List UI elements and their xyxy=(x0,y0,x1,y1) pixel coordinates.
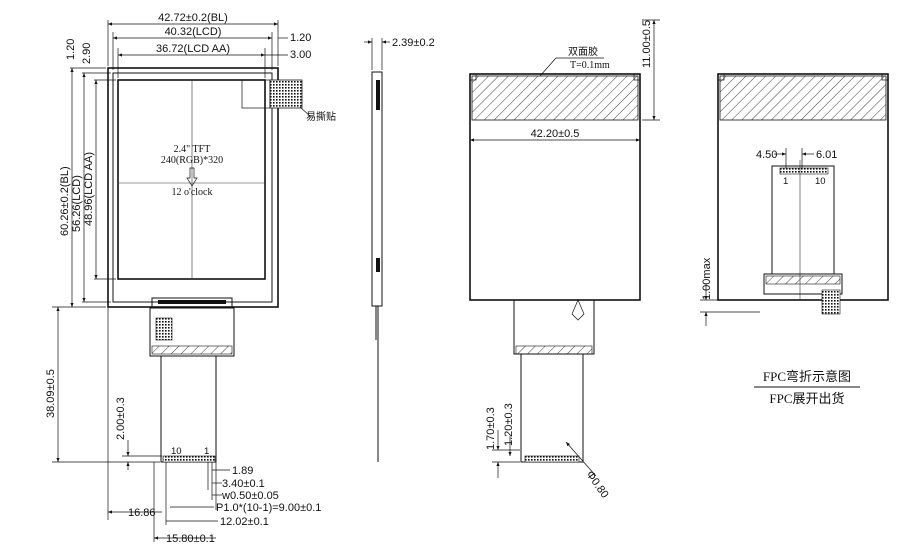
backlight-outline xyxy=(107,67,279,308)
fpc-hatch-band xyxy=(151,345,233,355)
back-fpc-pins xyxy=(524,455,580,463)
back-fpc-tail xyxy=(520,353,584,463)
bent-pin-1-label: 1 xyxy=(783,176,788,187)
bent-fpc-block xyxy=(763,273,843,295)
fpc-pins xyxy=(162,455,216,463)
side-module xyxy=(371,71,383,307)
side-view: 2.39±0.2 xyxy=(364,37,435,462)
dim-3-40: 3.40±0.1 xyxy=(222,478,265,490)
width-lcd-dim: 40.32(LCD) xyxy=(165,26,222,38)
label-sticker xyxy=(269,79,303,109)
bent-view: 1 10 4.50 6.01 1.00max xyxy=(700,73,889,326)
caption-line-2: FPC展开出货 xyxy=(769,391,844,406)
width-bl-dim: 42.72±0.2(BL) xyxy=(158,12,228,24)
pin-1-label: 1 xyxy=(204,446,209,457)
top-offset-2-dim: 2.90 xyxy=(81,43,93,64)
active-area xyxy=(117,79,266,280)
right-offset-2-dim: 3.00 xyxy=(290,49,311,61)
bent-frame xyxy=(717,73,889,301)
front-view: 易撕贴 2.4" TFT 240(RGB)*320 12 o'clock 10 … xyxy=(45,12,336,545)
width-aa-dim: 36.72(LCD AA) xyxy=(156,43,230,55)
back-view: 双面胶 T=0.1mm 11.00±0.5 42.20±0.5 1.70±0.3… xyxy=(469,19,660,501)
dim-15-80: 15.80±0.1 xyxy=(166,533,215,545)
tape-name: 双面胶 xyxy=(568,45,598,58)
dim-16-86: 16.86 xyxy=(128,507,156,519)
top-offset-1-dim: 1.20 xyxy=(65,39,77,60)
bent-gap-dim: 1.00max xyxy=(701,257,713,300)
dim-12-02: 12.02±0.1 xyxy=(220,516,269,528)
height-bl-dim: 60.26±0.2(BL) xyxy=(59,166,71,236)
bent-pin-10-label: 10 xyxy=(815,176,826,187)
fpc-offset-dim: 2.00±0.3 xyxy=(115,397,127,440)
fpc-d1-dim: 1.70±0.3 xyxy=(485,407,497,450)
tape-width-dim: 42.20±0.5 xyxy=(531,128,580,140)
double-tape xyxy=(471,75,639,121)
stiffener-dim: Φ0.80 xyxy=(584,469,611,501)
bent-fpc-pins xyxy=(779,167,829,175)
fpc-length-dim: 38.09±0.5 xyxy=(45,369,57,418)
bent-left-dim: 4.50 xyxy=(756,149,777,161)
bent-right-dim: 6.01 xyxy=(816,149,837,161)
bent-stiffener xyxy=(821,289,841,315)
tft-size-text: 2.4" TFT xyxy=(174,144,211,155)
viewing-arrow-icon xyxy=(186,167,198,187)
caption-line-1: FPC弯折示意图 xyxy=(763,369,851,384)
pin-10-label: 10 xyxy=(171,446,182,457)
dim-w0-50: w0.50±0.05 xyxy=(221,490,279,502)
right-offset-1-dim: 1.20 xyxy=(290,32,311,44)
fpc-d2-dim: 1.20±0.3 xyxy=(503,403,515,446)
fpc-caption: FPC弯折示意图 FPC展开出货 xyxy=(754,369,860,406)
height-lcd-dim: 56.26(LCD) xyxy=(71,175,83,232)
viewing-direction-text: 12 o'clock xyxy=(172,187,213,198)
tape-height-dim: 11.00±0.5 xyxy=(641,20,653,68)
fpc-stiffener xyxy=(155,317,173,341)
dim-1-89: 1.89 xyxy=(232,465,253,477)
dim-pitch: P1.0*(10-1)=9.00±0.1 xyxy=(216,502,321,514)
height-aa-dim: 48.96(LCD AA) xyxy=(83,152,95,226)
tape-thickness: T=0.1mm xyxy=(570,60,610,71)
thickness-dim: 2.39±0.2 xyxy=(392,37,435,49)
label-tag-text: 易撕贴 xyxy=(306,110,336,123)
resolution-text: 240(RGB)*320 xyxy=(161,155,223,166)
